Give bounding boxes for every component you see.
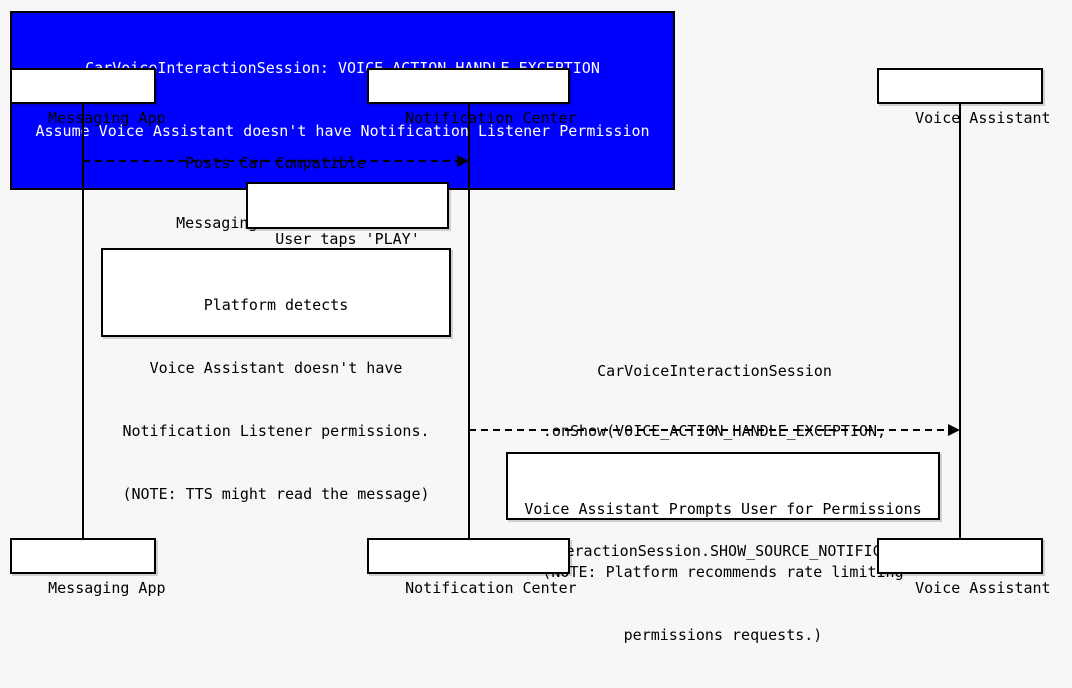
participant-messaging-app-top[interactable]: Messaging App	[10, 68, 166, 127]
note-platform-detects: Platform detects Voice Assistant doesn't…	[101, 248, 451, 503]
participant-notification-center-bottom[interactable]: Notification Center	[367, 538, 577, 597]
note-line-3: Notification Listener permissions.	[122, 422, 430, 440]
diagram-title-line-2: Assume Voice Assistant doesn't have Noti…	[35, 122, 650, 140]
participant-label: Notification Center	[405, 579, 577, 597]
participant-label: Messaging App	[48, 109, 166, 127]
note-line-3: permissions requests.)	[623, 626, 823, 644]
message-arrow-onshow	[469, 424, 960, 436]
message-label-line-4: VoiceInteractionSession.SHOW_SOURCE_NOTI…	[493, 542, 936, 560]
lifeline-messaging-app	[82, 103, 84, 539]
participant-label: Messaging App	[48, 579, 166, 597]
note-prompts-user-for-permissions: Voice Assistant Prompts User for Permiss…	[506, 452, 940, 644]
participant-voice-assistant-bottom[interactable]: Voice Assistant	[877, 538, 1051, 597]
note-line-2: Voice Assistant doesn't have	[149, 359, 403, 377]
note-line-1: User taps 'PLAY'	[275, 230, 420, 248]
message-arrow-posts-notification	[83, 155, 469, 167]
note-user-taps-play: User taps 'PLAY' on Msg Notification	[246, 182, 449, 311]
participant-label: Notification Center	[405, 109, 577, 127]
message-label-line-1: Posts Car Compatible	[185, 154, 366, 172]
participant-label: Voice Assistant	[915, 579, 1051, 597]
lifeline-voice-assistant	[959, 103, 961, 539]
participant-voice-assistant-top[interactable]: Voice Assistant	[877, 68, 1051, 127]
message-label-line-1: CarVoiceInteractionSession	[597, 362, 832, 380]
note-line-1: Voice Assistant Prompts User for Permiss…	[524, 500, 922, 518]
participant-notification-center-top[interactable]: Notification Center	[367, 68, 577, 127]
note-line-1: Platform detects	[203, 296, 349, 314]
sequence-diagram-canvas: CarVoiceInteractionSession: VOICE_ACTION…	[10, 11, 1051, 644]
note-line-2: (NOTE: Platform recommends rate limiting	[542, 563, 904, 581]
participant-label: Voice Assistant	[915, 109, 1051, 127]
lifeline-notification-center	[468, 103, 470, 539]
participant-messaging-app-bottom[interactable]: Messaging App	[10, 538, 166, 597]
note-line-4: (NOTE: TTS might read the message)	[122, 485, 430, 503]
